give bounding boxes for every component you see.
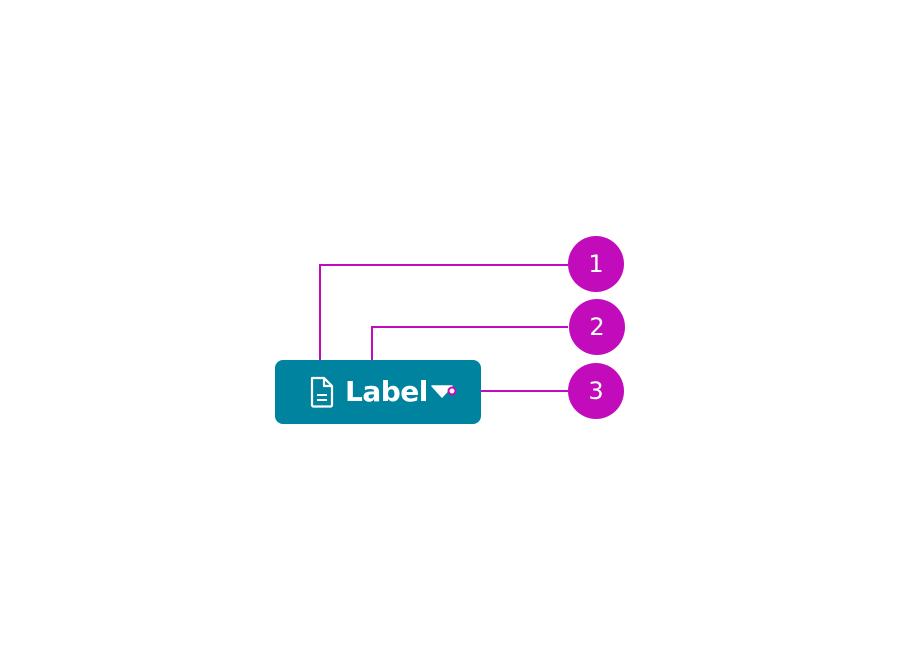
callout-number-2: 2: [589, 313, 605, 341]
callout-badge-3: 3: [568, 363, 624, 419]
dropdown-button[interactable]: Label: [275, 360, 481, 424]
callout-number-1: 1: [588, 250, 604, 278]
callout-number-3: 3: [588, 377, 604, 405]
triangle-down-icon: [431, 385, 453, 398]
callout-badge-2: 2: [569, 299, 625, 355]
callout-badge-1: 1: [568, 236, 624, 292]
document-icon: [310, 376, 334, 408]
leader-line-1: [319, 264, 568, 377]
leader-anchor-3: [447, 386, 457, 396]
button-label: Label: [345, 375, 428, 408]
